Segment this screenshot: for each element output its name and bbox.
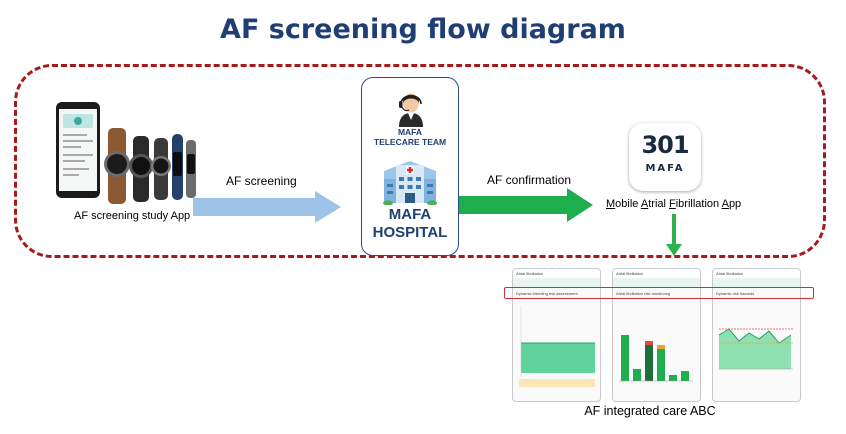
phone-screen-monitoring: Atrial fibrillation Atrial fibrillation …	[612, 268, 701, 402]
integrated-care-label: AF integrated care ABC	[584, 404, 716, 418]
hospital-line1: MAFA	[388, 206, 432, 223]
confirmation-arrow	[459, 188, 593, 222]
diagram-title: AF screening flow diagram	[220, 14, 626, 45]
phone-screen-risk: Atrial fibrillation Dynamic risk hazards	[712, 268, 801, 402]
smartwatch-icon	[56, 102, 196, 204]
tab-highlight-box	[504, 287, 814, 299]
phone-screen-bleeding: Atrial fibrillation Dynamic bleeding ris…	[512, 268, 601, 402]
mafa-logo-number: 301	[641, 131, 689, 159]
phone-header: Atrial fibrillation	[513, 269, 600, 278]
label-part: F	[669, 198, 676, 210]
screening-edge-label: AF screening	[226, 174, 297, 188]
label-part: pp	[728, 198, 742, 210]
phone-card-title: Dynamic bleeding risk assessment	[516, 291, 578, 296]
label-part: ibrillation	[675, 198, 722, 210]
label-part: M	[606, 198, 616, 210]
bleeding-chart	[519, 307, 595, 387]
mafa-logo-icon: 301 MAFA	[629, 123, 701, 191]
monitoring-bar-chart	[619, 335, 693, 382]
label-part: A	[721, 198, 729, 210]
operator-headset-icon	[399, 93, 423, 127]
mafa-hospital-label: MAFA HOSPITAL	[361, 206, 459, 242]
confirmation-edge-label: AF confirmation	[487, 173, 572, 187]
phone-header: Atrial fibrillation	[613, 269, 700, 278]
study-app-label: AF screening study App	[74, 210, 191, 222]
telecare-line1: MAFA	[397, 127, 423, 137]
mafa-app-label: Mobile Atrial Fibrillation App	[606, 198, 741, 210]
telecare-team-label: MAFA TELECARE TEAM	[361, 127, 459, 147]
label-part: obile	[615, 198, 641, 210]
down-arrow	[666, 214, 682, 256]
screening-arrow	[193, 191, 341, 223]
hospital-building-icon	[383, 161, 437, 205]
phone-header: Atrial fibrillation	[713, 269, 800, 278]
screening-process-container	[14, 64, 826, 258]
label-part: trial	[648, 198, 669, 210]
phone-card-title: Atrial fibrillation risk monitoring	[616, 291, 671, 296]
label-part: A	[640, 198, 649, 210]
risk-line-chart	[718, 328, 793, 370]
telecare-line2: TELECARE TEAM	[373, 137, 447, 147]
phone-card-title: Dynamic risk hazards	[716, 291, 755, 296]
hospital-line2: HOSPITAL	[372, 224, 448, 241]
mafa-logo-text: MAFA	[645, 163, 685, 174]
